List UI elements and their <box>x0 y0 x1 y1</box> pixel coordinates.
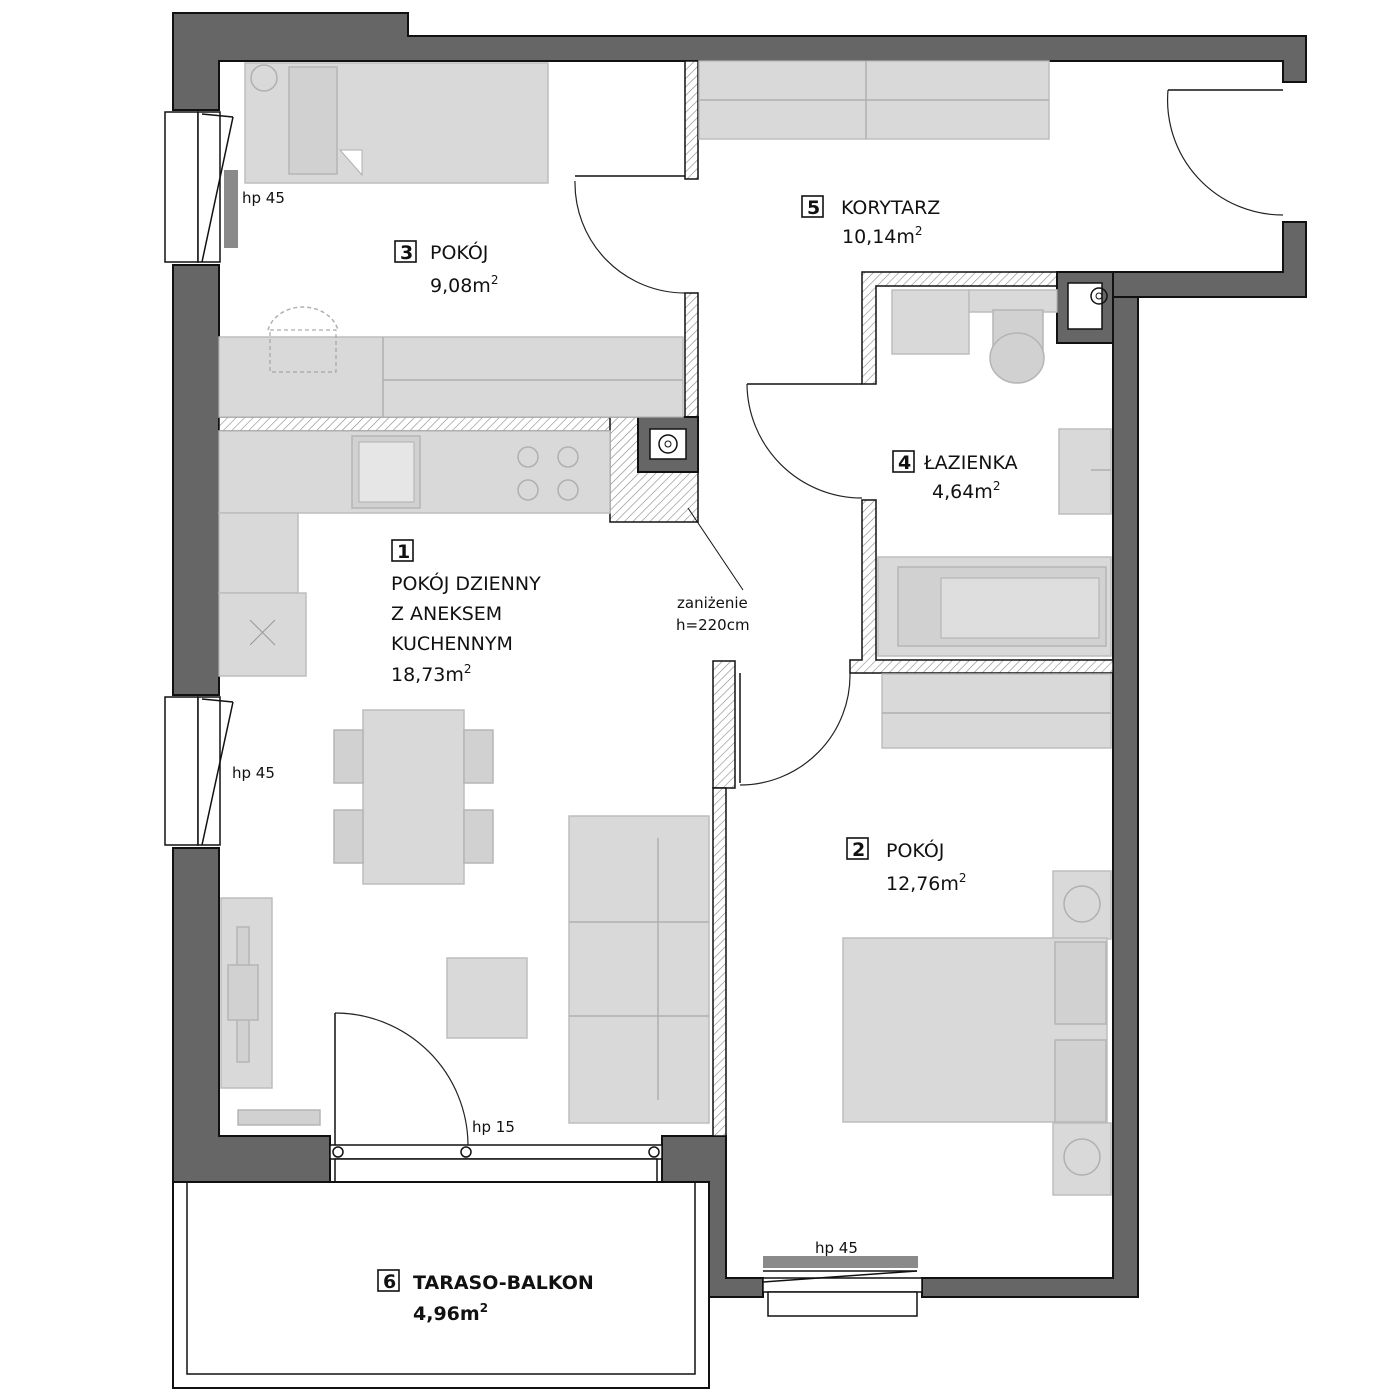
room-1-name-line1: POKÓJ DZIENNY <box>391 571 541 595</box>
room-2-number: 2 <box>852 839 865 861</box>
room-6-label: 6 TARASO-BALKON 4,96m2 <box>377 1269 594 1325</box>
balcony <box>172 1181 710 1389</box>
room-6-name: TARASO-BALKON <box>413 1272 594 1294</box>
room-2-label: 2 POKÓJ 12,76m2 <box>846 837 967 895</box>
lowered-ceiling-line1: zaniżenie <box>677 594 748 612</box>
room-4-number: 4 <box>898 452 911 474</box>
room-3-area: 9,08m2 <box>430 273 498 297</box>
room-4-area: 4,64m2 <box>932 479 1000 503</box>
furniture <box>218 60 1112 1196</box>
room-1-name-line2: Z ANEKSEM <box>391 603 502 625</box>
room-2-area: 12,76m2 <box>886 871 967 895</box>
room-4-label: 4 ŁAZIENKA 4,64m2 <box>892 450 1018 503</box>
room-2-name: POKÓJ <box>886 838 944 862</box>
room-1-label: 1 POKÓJ DZIENNY Z ANEKSEM KUCHENNYM 18,7… <box>391 539 541 686</box>
room-3-label: 3 POKÓJ 9,08m2 <box>394 240 498 297</box>
balcony-door-height: hp 15 <box>472 1118 515 1136</box>
interior-walls <box>218 60 1114 1137</box>
room-6-number: 6 <box>383 1271 396 1293</box>
room-5-number: 5 <box>807 197 820 219</box>
room-3-number: 3 <box>400 242 413 264</box>
windows <box>164 111 923 1317</box>
window-r2-height: hp 45 <box>815 1239 858 1257</box>
room-1-area: 18,73m2 <box>391 662 472 686</box>
room-5-label: 5 KORYTARZ 10,14m2 <box>801 195 940 248</box>
window-r3-height: hp 45 <box>242 189 285 207</box>
room-1-name-line3: KUCHENNYM <box>391 633 513 655</box>
exterior-walls <box>172 12 1307 1298</box>
doors <box>334 89 1284 1146</box>
room-3-name: POKÓJ <box>430 240 488 264</box>
window-r1-height: hp 45 <box>232 764 275 782</box>
lowered-ceiling-line2: h=220cm <box>676 616 750 634</box>
leader-line <box>687 507 744 591</box>
room-6-area: 4,96m2 <box>413 1301 488 1325</box>
room-5-name: KORYTARZ <box>841 197 940 219</box>
room-5-area: 10,14m2 <box>842 224 923 248</box>
room-4-name: ŁAZIENKA <box>923 452 1018 474</box>
room-1-number: 1 <box>397 541 410 563</box>
